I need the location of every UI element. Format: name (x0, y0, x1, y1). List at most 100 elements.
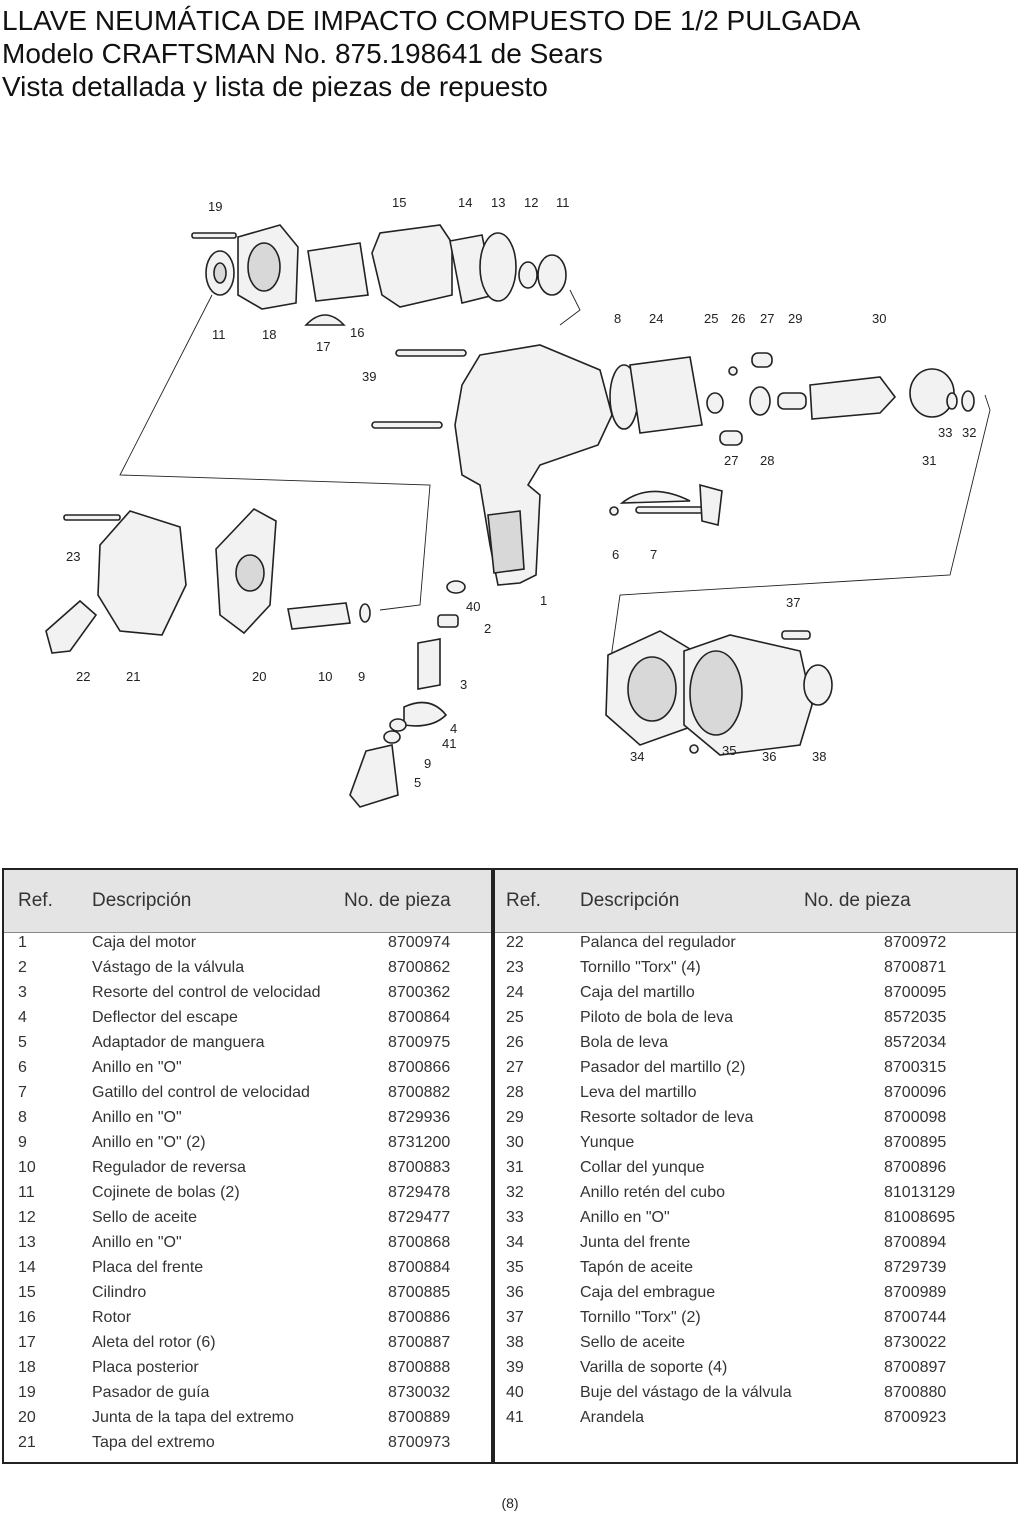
front-bearing-part (537, 254, 567, 296)
part-ref: 7 (18, 1084, 27, 1101)
part-ref: 39 (506, 1359, 524, 1376)
part-description: Sello de aceite (92, 1209, 197, 1226)
callout-label: 20 (252, 669, 266, 684)
part-number: 8700315 (884, 1059, 947, 1076)
part-number: 8700095 (884, 984, 947, 1001)
trigger-part (699, 483, 723, 526)
trigger-stem-part (635, 506, 709, 514)
part-description: Bola de leva (580, 1034, 669, 1051)
part-description: Sello de aceite (580, 1334, 685, 1351)
speed-spring-part (417, 638, 441, 690)
anvil-collar-part (909, 368, 955, 418)
part-ref: 2 (18, 959, 27, 976)
part-ref: 22 (506, 934, 524, 951)
part-description: Resorte del control de velocidad (92, 984, 321, 1001)
part-description: Anillo en "O" (92, 1109, 182, 1126)
o-ring-part (479, 232, 517, 302)
o-ring-6-part (609, 506, 619, 516)
retaining-ring-part (961, 390, 975, 412)
part-ref: 29 (506, 1109, 524, 1126)
callout-label: 17 (316, 339, 330, 354)
part-description: Tapa del extremo (92, 1434, 215, 1451)
rear-plate-bore (247, 242, 281, 292)
title-line-1: LLAVE NEUMÁTICA DE IMPACTO COMPUESTO DE … (2, 5, 861, 36)
part-description: Cilindro (92, 1284, 147, 1301)
part-description: Piloto de bola de leva (580, 1009, 733, 1026)
part-ref: 12 (18, 1209, 36, 1226)
part-number: 8700897 (884, 1359, 947, 1376)
part-number: 81008695 (884, 1209, 956, 1226)
callout-label: 1 (540, 593, 547, 608)
part-description: Junta de la tapa del extremo (92, 1409, 294, 1426)
part-description: Junta del frente (580, 1234, 691, 1251)
assembly-guide-line (119, 294, 431, 611)
hammer-pin-part (751, 352, 773, 368)
support-rod-part (371, 421, 443, 429)
guide-line-right (609, 394, 991, 666)
exhaust-deflector-part (403, 701, 448, 727)
cam-ball-part (728, 366, 738, 376)
callout-label: 41 (442, 736, 456, 751)
part-description: Buje del vástago de la válvula (580, 1384, 792, 1401)
callout-label: 13 (491, 195, 505, 210)
part-description: Pasador del martillo (2) (580, 1059, 746, 1076)
hammer-pin-part (719, 430, 743, 446)
oil-seal-38-part (803, 664, 833, 706)
guide-pin-part (191, 232, 237, 239)
part-ref: 37 (506, 1309, 524, 1326)
part-ref: 14 (18, 1259, 36, 1276)
part-number: 8700974 (388, 934, 451, 951)
page-number: (8) (501, 1495, 519, 1511)
callout-label: 6 (612, 547, 619, 562)
part-description: Anillo en "O" (580, 1209, 670, 1226)
guide-line-top (559, 289, 581, 326)
callout-label: 35 (722, 743, 736, 758)
part-ref: 41 (506, 1409, 524, 1426)
part-number: 81013129 (884, 1184, 956, 1201)
part-number: 8700886 (388, 1309, 451, 1326)
callout-label: 34 (630, 749, 644, 764)
part-number: 8700885 (388, 1284, 451, 1301)
part-ref: 18 (18, 1359, 36, 1376)
part-number: 8700096 (884, 1084, 947, 1101)
part-ref: 36 (506, 1284, 524, 1301)
o-ring-33-part (946, 392, 958, 410)
part-ref: 3 (18, 984, 27, 1001)
callout-label: 10 (318, 669, 332, 684)
callout-label: 32 (962, 425, 976, 440)
part-description: Anillo en "O" (2) (92, 1134, 206, 1151)
part-ref: 23 (506, 959, 524, 976)
trigger-shield-part (619, 490, 691, 504)
part-number: 8700989 (884, 1284, 947, 1301)
torx-screw-part (63, 514, 121, 521)
valve-stem-bushing-part (446, 580, 466, 594)
part-number: 8700866 (388, 1059, 451, 1076)
regulator-lever-part (45, 599, 98, 654)
part-ref: 9 (18, 1134, 27, 1151)
grip-pad (487, 510, 525, 574)
anvil-part (809, 376, 897, 420)
part-ref: 28 (506, 1084, 524, 1101)
callout-label: 22 (76, 669, 90, 684)
part-ref: 35 (506, 1259, 524, 1276)
part-description: Caja del embrague (580, 1284, 716, 1301)
support-rod-part (395, 349, 467, 357)
part-number: 8700862 (388, 959, 451, 976)
part-number: 8729739 (884, 1259, 947, 1276)
part-number: 8730022 (884, 1334, 947, 1351)
callout-label: 25 (704, 311, 718, 326)
part-ref: 5 (18, 1034, 27, 1051)
callout-label: 38 (812, 749, 826, 764)
part-number: 8700923 (884, 1409, 947, 1426)
part-ref: 6 (18, 1059, 27, 1076)
hammer-case-part (629, 356, 703, 434)
part-ref: 19 (18, 1384, 36, 1401)
part-ref: 4 (18, 1009, 27, 1026)
header-ref-right: Ref. (506, 890, 541, 911)
column-divider (491, 870, 495, 1462)
part-description: Adaptador de manguera (92, 1034, 265, 1051)
o-ring-9b-part (383, 730, 401, 744)
part-number: 8700884 (388, 1259, 451, 1276)
part-ref: 33 (506, 1209, 524, 1226)
